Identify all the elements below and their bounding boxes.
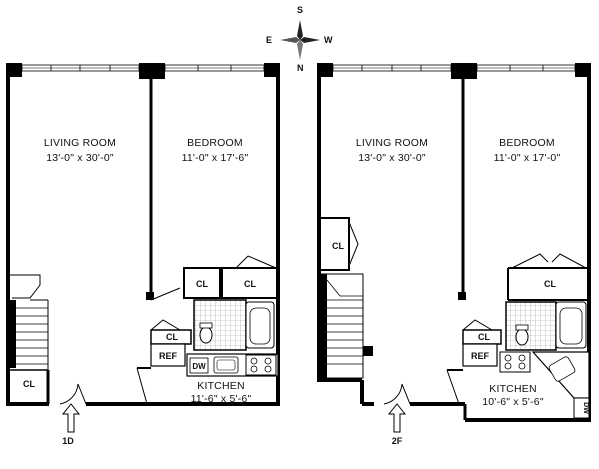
kitchen-sink	[548, 356, 576, 382]
refrigerator	[150, 343, 186, 367]
toilet-tank	[515, 324, 529, 331]
toilet	[199, 326, 213, 344]
sink-basin	[216, 359, 236, 371]
bathtub-basin	[249, 307, 271, 345]
wall-pier	[451, 63, 477, 79]
dishwasher	[189, 357, 209, 374]
living-room-size: 13'-0" x 30'-0"	[46, 152, 114, 164]
bedroom-size: 11'-0" x 17'-6"	[182, 152, 249, 164]
kitchen-sink	[213, 356, 239, 374]
stove-burner	[518, 362, 526, 370]
unit-1d-plan	[6, 63, 280, 433]
kitchen-label: KITCHEN	[489, 383, 537, 395]
bedroom-size: 11'-0" x 17'-0"	[494, 152, 561, 164]
living-room-label: LIVING ROOM	[44, 137, 116, 149]
refrigerator	[462, 343, 498, 367]
compass-north-label: N	[297, 63, 304, 73]
compass-needle-n	[297, 40, 303, 60]
unit-2f-plan	[317, 63, 591, 433]
living-room-size: 13'-0" x 30'-0"	[358, 152, 426, 164]
stove-burner	[264, 365, 272, 373]
wall-pier	[139, 63, 165, 79]
staircase	[318, 273, 373, 379]
stove-burner	[250, 365, 258, 373]
dishwasher-label: DW	[582, 402, 589, 414]
wall-pier	[458, 292, 466, 300]
bathtub-basin	[559, 307, 583, 345]
compass-south-label: S	[297, 5, 303, 15]
compass-west-label: W	[324, 35, 333, 45]
kitchen-label: KITCHEN	[197, 380, 245, 392]
compass-needle-s	[297, 20, 303, 40]
dishwasher	[573, 397, 590, 419]
window	[21, 64, 140, 72]
stove-burner	[504, 354, 512, 362]
wall-pier	[264, 63, 280, 77]
stove	[499, 351, 531, 373]
door-swing	[247, 255, 277, 269]
entry-arrow-icon	[387, 403, 407, 433]
wall-pier	[146, 292, 154, 300]
kitchen-size: 10'-6" x 5'-6"	[482, 396, 544, 408]
refrigerator-label: REF	[159, 351, 178, 361]
unit-label: 2F	[392, 436, 403, 446]
closet-label: CL	[166, 332, 178, 342]
stove-burner	[250, 357, 258, 365]
bathroom-floor	[505, 301, 557, 351]
bedroom-label: BEDROOM	[499, 137, 555, 149]
closet-label: CL	[544, 279, 556, 289]
living-room-label: LIVING ROOM	[356, 137, 428, 149]
closet-label: CL	[23, 379, 35, 389]
stove-burner	[504, 362, 512, 370]
door-swing	[462, 319, 493, 331]
closet-label: CL	[478, 332, 490, 342]
closet-label: CL	[244, 279, 256, 289]
entry-door	[383, 383, 411, 405]
bathtub	[555, 301, 587, 349]
closet-label: CL	[196, 279, 208, 289]
entry-arrow-icon	[61, 403, 81, 433]
compass-east-label: E	[266, 35, 272, 45]
door-swing	[235, 255, 249, 269]
wall-pier	[6, 63, 22, 77]
stove	[245, 354, 277, 376]
entry-door	[59, 383, 87, 405]
door-swing	[551, 253, 587, 269]
refrigerator-label: REF	[471, 351, 490, 361]
bathtub	[245, 301, 275, 349]
window	[476, 64, 576, 72]
dishwasher-label: DW	[192, 362, 206, 371]
door-swing	[136, 367, 148, 405]
door-swing	[150, 319, 181, 331]
door-swing	[511, 253, 549, 269]
toilet	[515, 328, 529, 346]
wall-pier	[317, 63, 333, 77]
compass: S N E W	[266, 5, 333, 73]
closet-label: CL	[332, 241, 344, 251]
door-swing	[446, 369, 460, 405]
wall-pier	[575, 63, 591, 77]
window	[164, 64, 265, 72]
closet	[318, 217, 350, 271]
door-swing	[348, 221, 359, 267]
unit-label: 1D	[62, 436, 74, 446]
staircase	[8, 274, 50, 404]
compass-needle-e	[280, 37, 300, 43]
compass-needle-w	[300, 37, 320, 43]
door-swing	[150, 287, 181, 301]
bedroom-label: BEDROOM	[187, 137, 243, 149]
stove-burner	[264, 357, 272, 365]
kitchen-size: 11'-6" x 5'-6"	[191, 393, 252, 405]
toilet-tank	[199, 322, 213, 329]
stove-burner	[518, 354, 526, 362]
window	[332, 64, 452, 72]
